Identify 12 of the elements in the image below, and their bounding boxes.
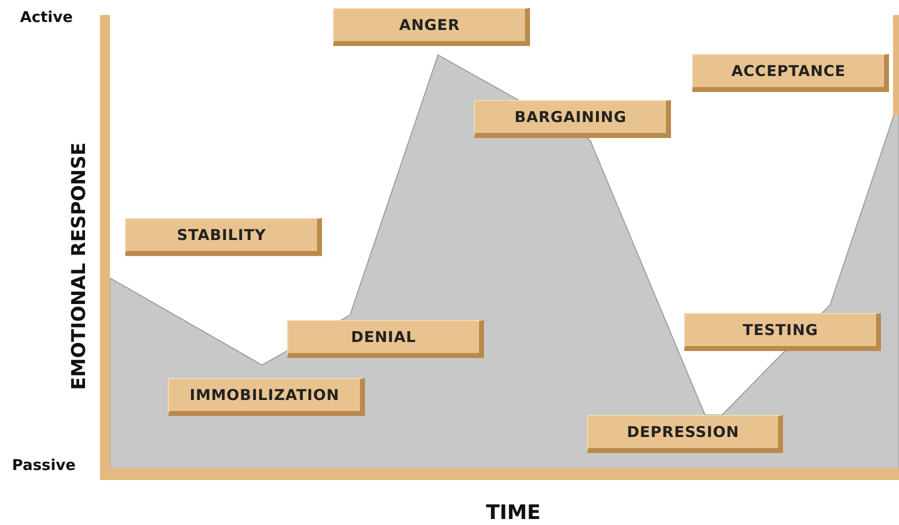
stage-box: TESTING <box>684 313 881 351</box>
stage-box: DENIAL <box>287 320 484 358</box>
stage-box: BARGAINING <box>474 100 671 138</box>
axis-label: Active <box>20 8 73 26</box>
axis-title: TIME <box>486 500 541 524</box>
axis-label: Passive <box>12 456 76 474</box>
stage-box: ACCEPTANCE <box>692 54 889 92</box>
axis-title: EMOTIONAL RESPONSE <box>68 142 90 390</box>
stage-box: IMMOBILIZATION <box>168 378 365 416</box>
stage-box: STABILITY <box>125 218 322 256</box>
stage-box: DEPRESSION <box>587 415 783 453</box>
stage-box: ANGER <box>333 8 530 46</box>
